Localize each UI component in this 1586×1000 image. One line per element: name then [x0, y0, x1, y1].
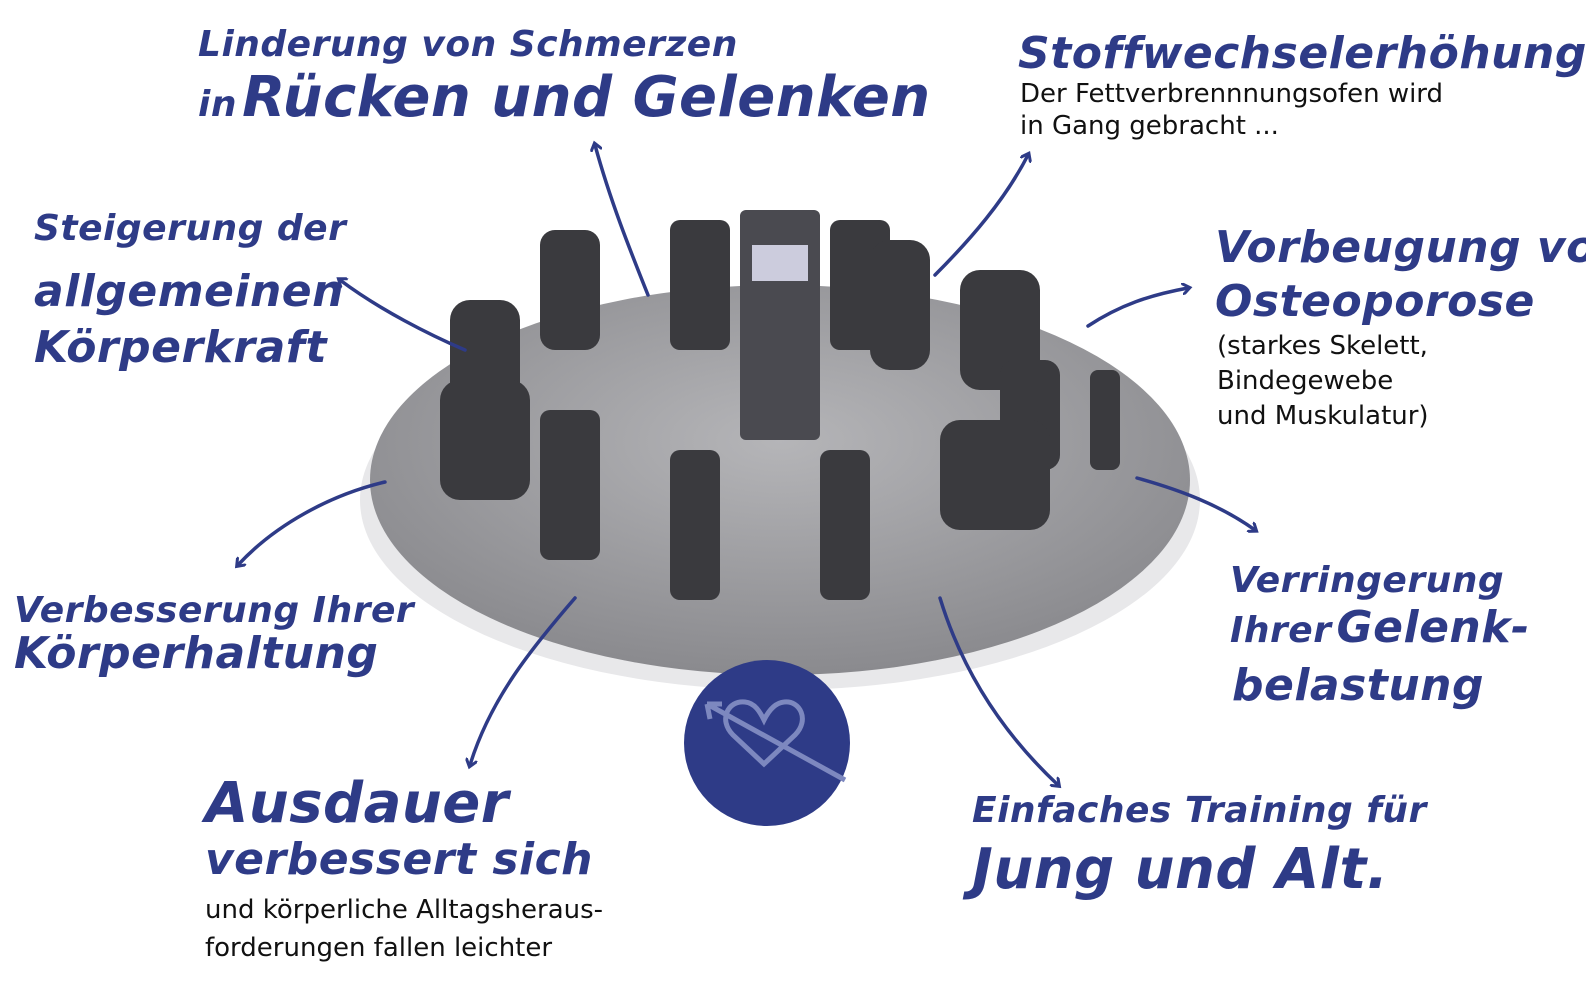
arrow-ausdauer: [470, 596, 577, 765]
gelenk-prefix: Ihrer: [1230, 610, 1332, 651]
schmerzen-line1: Linderung von Schmerzen: [198, 24, 738, 65]
arrow-haltung: [238, 480, 387, 565]
gelenk-line1: Verringerung: [1230, 560, 1505, 601]
training-line1: Einfaches Training für: [972, 790, 1427, 831]
osteoporose-line1: Vorbeugung vor: [1215, 222, 1586, 273]
osteoporose-desc2: Bindegewebe: [1217, 366, 1394, 396]
arrow-osteoporose: [1086, 288, 1188, 328]
arrow-koerperkraft: [340, 280, 467, 352]
osteoporose-desc1: (starkes Skelett,: [1217, 331, 1428, 361]
stoffwechsel-desc2: in Gang gebracht ...: [1020, 111, 1279, 141]
schmerzen-line2: in Rücken und Gelenken: [198, 66, 931, 130]
gelenk-line3: belastung: [1232, 660, 1484, 711]
stoffwechsel-title: Stoffwechselerhöhung: [1018, 28, 1586, 79]
schmerzen-heading: Rücken und Gelenken: [242, 65, 931, 130]
osteoporose-line2: Osteoporose: [1215, 276, 1535, 327]
ausdauer-desc2: forderungen fallen leichter: [205, 933, 553, 963]
koerperkraft-line3: Körperkraft: [34, 322, 327, 373]
training-line2: Jung und Alt.: [972, 837, 1389, 902]
arrow-schmerzen: [595, 145, 650, 297]
haltung-line2: Körperhaltung: [14, 628, 379, 679]
ausdauer-line1: Ausdauer: [205, 771, 509, 836]
gelenk-line2: Ihrer Gelenk-: [1230, 602, 1530, 654]
heart-arrow-icon: [684, 660, 850, 826]
arrow-gelenk: [1135, 476, 1255, 530]
gelenk-heading: Gelenk-: [1336, 602, 1530, 653]
arrows: [238, 145, 1255, 785]
schmerzen-prefix: in: [198, 84, 237, 125]
osteoporose-desc3: und Muskulatur): [1217, 401, 1429, 431]
arrow-stoffwechsel: [933, 155, 1028, 277]
arrow-training: [938, 596, 1058, 785]
koerperkraft-line2: allgemeinen: [34, 266, 344, 317]
fitness-machines: [440, 210, 1120, 600]
stoffwechsel-desc1: Der Fettverbrennnungsofen wird: [1020, 79, 1444, 109]
ausdauer-desc1: und körperliche Alltagsheraus-: [205, 895, 604, 925]
koerperkraft-line1: Steigerung der: [34, 208, 347, 249]
ausdauer-line2: verbessert sich: [205, 834, 594, 885]
haltung-line1: Verbesserung Ihrer: [14, 590, 415, 631]
